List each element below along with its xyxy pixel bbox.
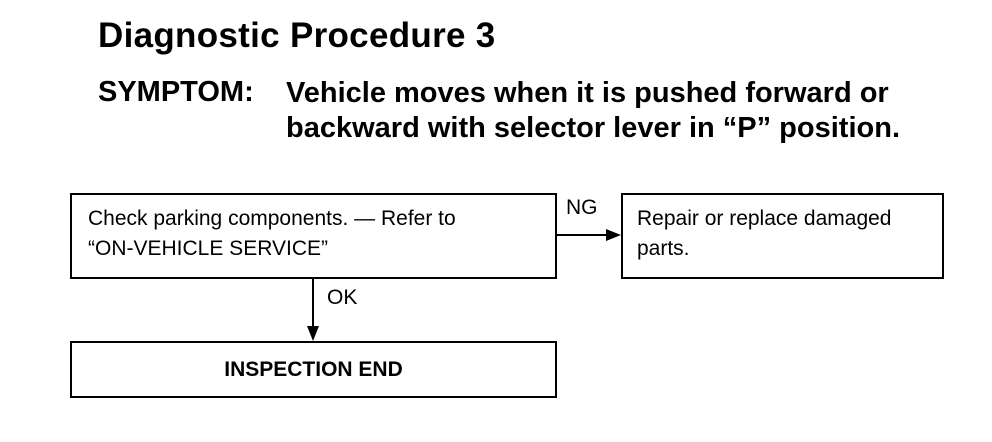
inspection-end-label: INSPECTION END xyxy=(224,357,403,381)
check-parking-components-box: Check parking components. — Refer to “ON… xyxy=(70,193,557,279)
repair-parts-box: Repair or replace damaged parts. xyxy=(621,193,944,279)
check-step-line-2: “ON-VEHICLE SERVICE” xyxy=(88,237,328,260)
inspection-end-box: INSPECTION END xyxy=(70,341,557,398)
page-title: Diagnostic Procedure 3 xyxy=(98,16,496,55)
ng-arrow-head xyxy=(606,229,621,241)
ok-arrow-head xyxy=(307,326,319,341)
check-step-line-1: Check parking components. — Refer to xyxy=(88,207,456,230)
ok-branch-label: OK xyxy=(327,286,358,309)
symptom-label: SYMPTOM: xyxy=(98,76,254,108)
symptom-text: Vehicle moves when it is pushed forward … xyxy=(286,77,900,144)
ng-branch-label: NG xyxy=(566,196,598,219)
repair-step-line-1: Repair or replace damaged xyxy=(637,207,892,230)
repair-step-line-2: parts. xyxy=(637,237,690,260)
